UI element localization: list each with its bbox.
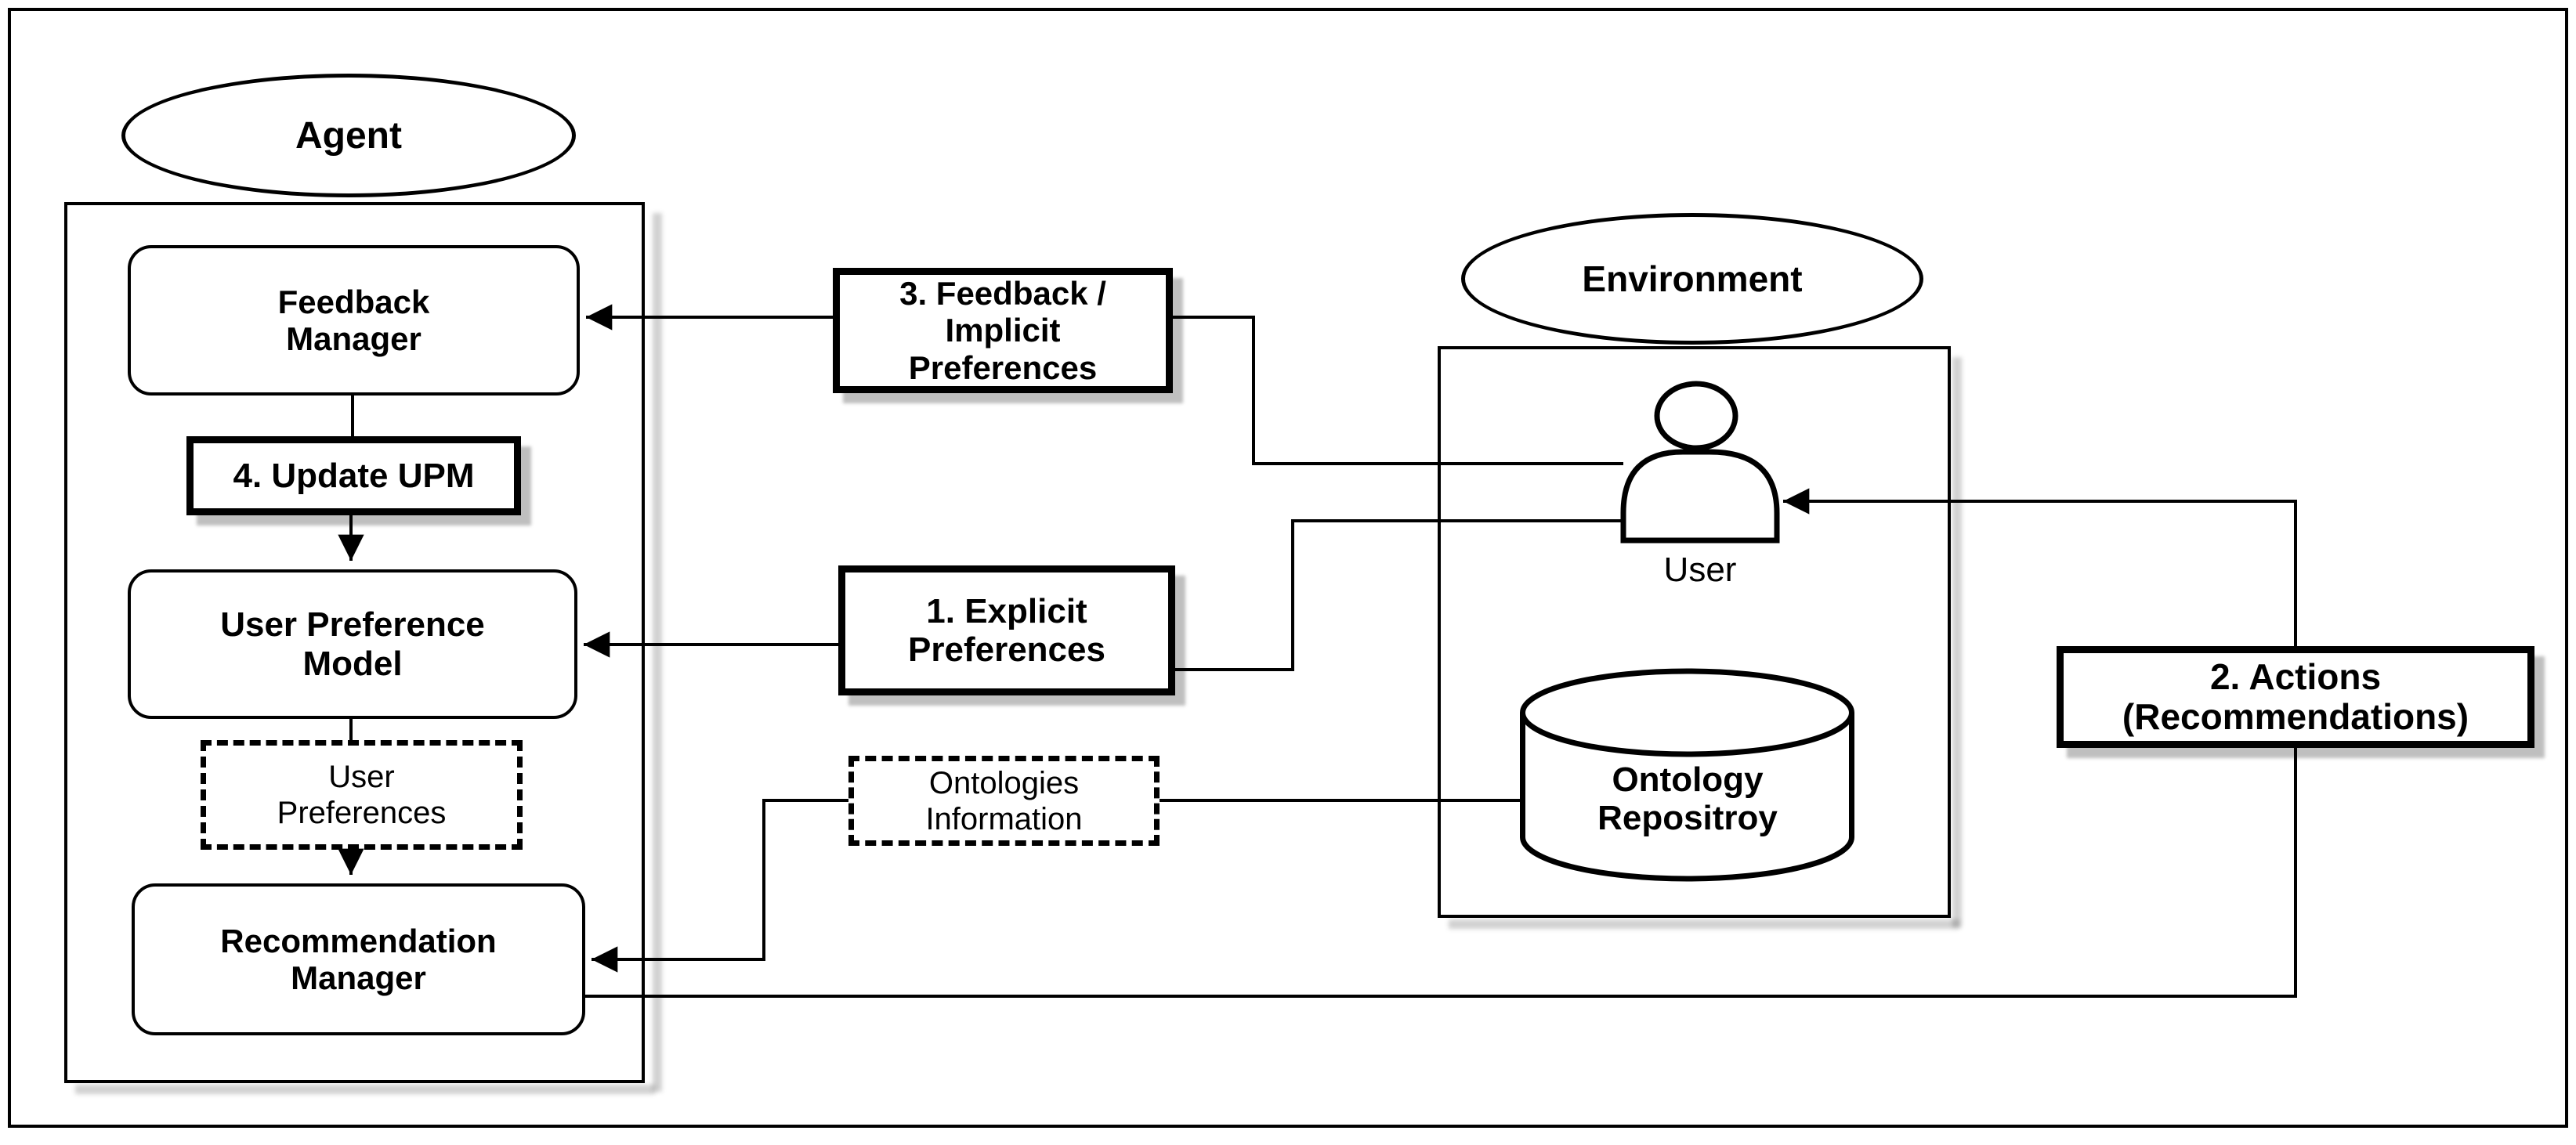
node-user-preferences: User Preferences [201, 740, 523, 850]
user-person-icon [1620, 381, 1780, 544]
node-label-line: User Preference [220, 605, 485, 645]
node-label-line: Recommendation [220, 922, 497, 959]
node-feedback-manager: Feedback Manager [128, 245, 580, 396]
label-text-line: 3. Feedback / [899, 275, 1106, 312]
label-actions-recommendations: 2. Actions (Recommendations) [2057, 646, 2534, 748]
environment-group-rect [1438, 346, 1951, 918]
caption-line: Ontology [1612, 760, 1764, 799]
label-ontologies-information: Ontologies Information [848, 756, 1160, 846]
node-label-line: Model [302, 644, 403, 683]
outer-border [8, 8, 2568, 1128]
environment-rect-shadow-bottom [1449, 919, 1959, 929]
node-label-line: Manager [286, 320, 421, 357]
label-text-line: Preferences [908, 630, 1105, 669]
user-caption-text: User [1663, 551, 1737, 590]
edge-actions-into-user [585, 488, 2297, 998]
edge-explicit-user-segment [1175, 519, 1623, 671]
label-text: 4. Update UPM [233, 456, 475, 495]
agent-group-label: Agent [295, 114, 402, 157]
label-text-line: Information [925, 801, 1083, 836]
label-update-upm: 4. Update UPM [186, 436, 521, 515]
label-feedback-implicit-preferences: 3. Feedback / Implicit Preferences [833, 268, 1173, 393]
node-label-line: User [328, 760, 395, 794]
environment-group-ellipse: Environment [1461, 213, 1923, 345]
label-text-line: 2. Actions [2209, 656, 2382, 698]
edge-ontologies-into-recommendation-manager [592, 799, 848, 973]
label-text-line: Preferences [908, 349, 1098, 386]
environment-group-label: Environment [1582, 258, 1803, 299]
user-caption: User [1598, 548, 1802, 592]
node-user-preference-model: User Preference Model [128, 569, 577, 719]
agent-rect-shadow [653, 213, 662, 1092]
edge-feedback-user-segment [1173, 316, 1623, 465]
node-recommendation-manager: Recommendation Manager [132, 883, 585, 1035]
agent-rect-shadow-bottom [75, 1085, 655, 1094]
caption-line: Repositroy [1597, 799, 1778, 837]
label-text-line: Implicit [945, 312, 1061, 349]
label-text-line: Ontologies [928, 765, 1080, 800]
label-text-line: (Recommendations) [2122, 696, 2469, 737]
database-cylinder-icon [1520, 668, 1854, 882]
node-label-line: Feedback [277, 283, 430, 320]
label-explicit-preferences: 1. Explicit Preferences [838, 565, 1175, 695]
node-label-line: Manager [291, 959, 426, 996]
ontology-repository-caption: Ontology Repositroy [1531, 756, 1844, 842]
agent-group-ellipse: Agent [121, 74, 576, 197]
agent-group-rect [64, 202, 645, 1083]
label-text-line: 1. Explicit [926, 591, 1087, 630]
node-label-line: Preferences [277, 796, 447, 830]
